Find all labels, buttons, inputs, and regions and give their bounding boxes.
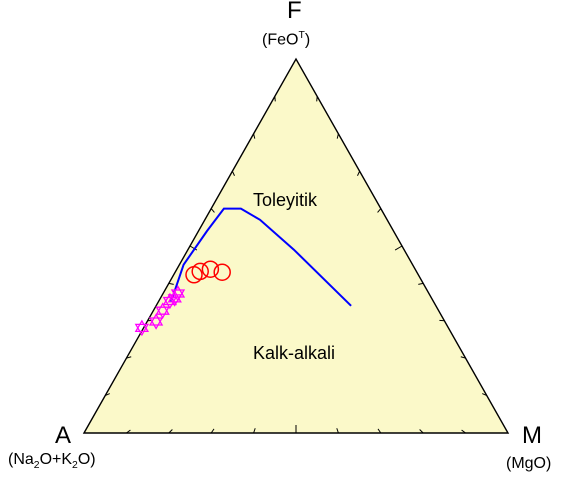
field-label-tholeiitic: Toleyitik [253,190,317,211]
vertex-label-f: F [287,0,302,25]
vertex-label-a: A [55,422,71,450]
vertex-label-m: M [522,422,542,450]
vertex-oxide-m: (MgO) [506,455,551,473]
field-label-calc-alkaline: Kalk-alkali [253,343,335,364]
afm-triangle [84,59,508,433]
vertex-oxide-f: (FeOT) [262,30,310,49]
vertex-oxide-a: (Na2O+K2O) [8,451,96,471]
